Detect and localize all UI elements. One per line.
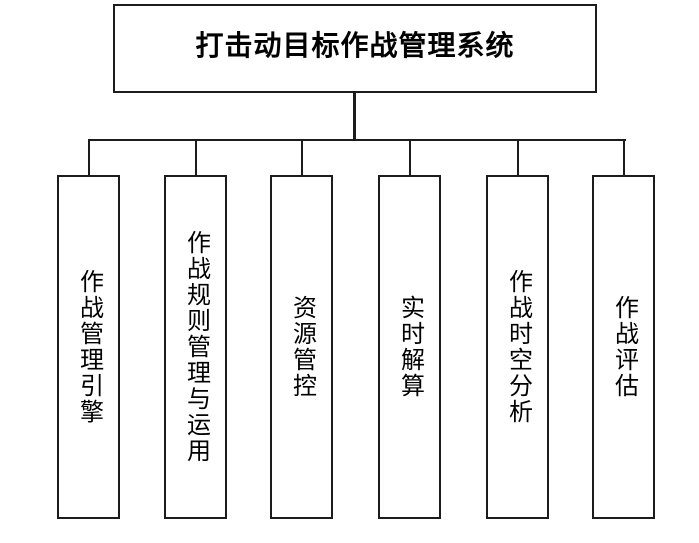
module-node-label: 作战评估 [610, 295, 638, 399]
connector-stub-3 [301, 139, 303, 176]
root-node-label: 打击动目标作战管理系统 [195, 29, 515, 61]
module-node-label: 作战时空分析 [504, 269, 532, 425]
connector-trunk [353, 93, 356, 141]
module-node-combat-assessment: 作战评估 [592, 175, 655, 519]
module-node-label: 实时解算 [396, 295, 424, 399]
module-node-label: 资源管控 [288, 295, 316, 399]
module-node-label: 作战规则管理与运用 [182, 230, 210, 464]
module-node-spatiotemporal-analysis: 作战时空分析 [486, 175, 549, 519]
root-node: 打击动目标作战管理系统 [113, 4, 597, 93]
module-node-combat-rules-management: 作战规则管理与运用 [164, 175, 227, 519]
connector-horizontal-bar [88, 139, 626, 141]
module-node-realtime-calculation: 实时解算 [378, 175, 441, 519]
connector-stub-4 [409, 139, 411, 176]
connector-stub-1 [88, 139, 90, 176]
connector-stub-2 [195, 139, 197, 176]
connector-stub-5 [517, 139, 519, 176]
module-node-resource-control: 资源管控 [270, 175, 333, 519]
module-node-label: 作战管理引擎 [75, 269, 103, 425]
connector-stub-6 [623, 139, 625, 176]
module-node-combat-management-engine: 作战管理引擎 [57, 175, 120, 519]
